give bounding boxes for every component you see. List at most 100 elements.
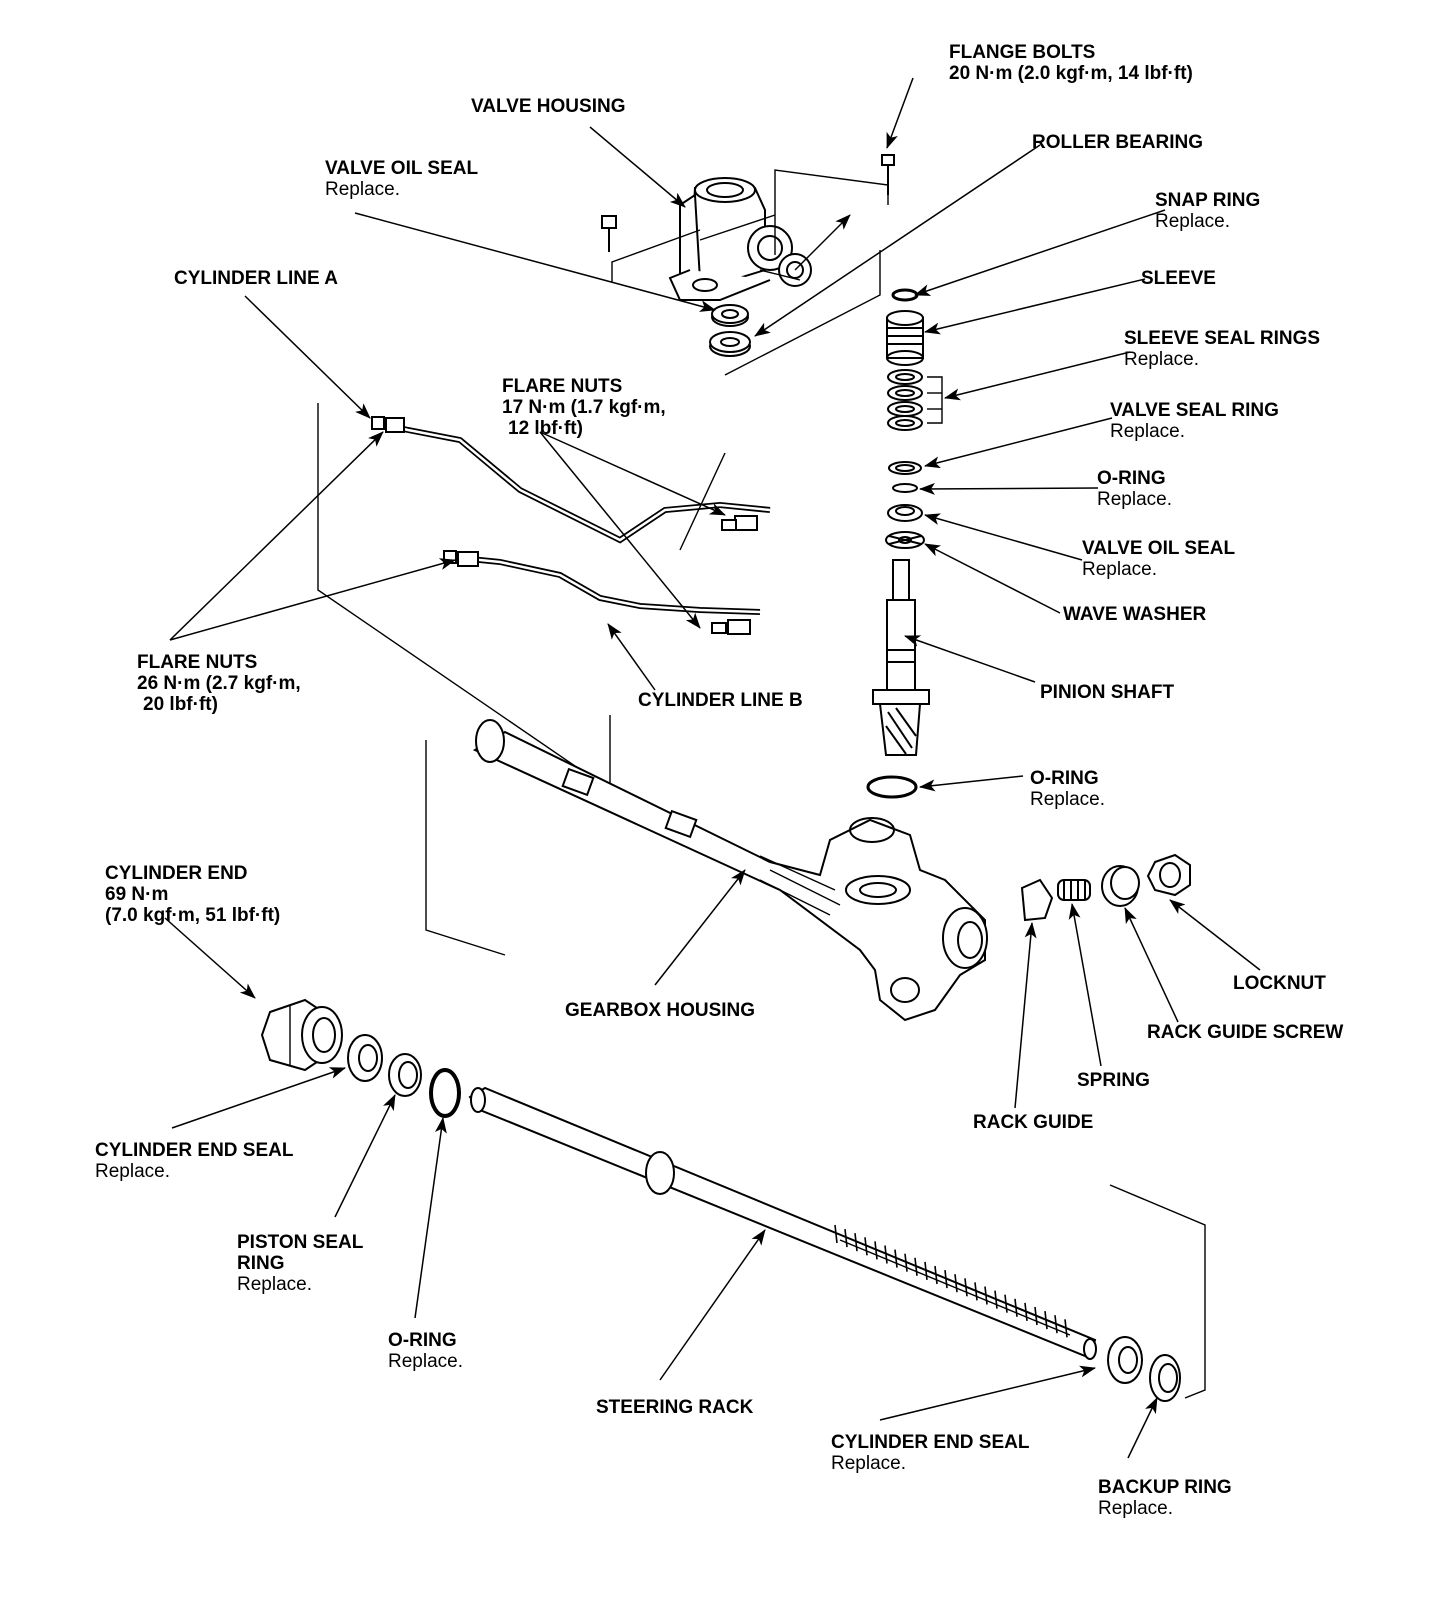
rack-tooth [844, 1229, 848, 1248]
roller-bearing-part [709, 331, 751, 357]
cylinder-end-title: CYLINDER END [105, 863, 248, 884]
valve-housing-title: VALVE HOUSING [471, 96, 626, 117]
o-ring-part-3 [429, 1068, 461, 1118]
label-backup-ring: BACKUP RING Replace. [1098, 1477, 1232, 1519]
cylinder-line-a-title: CYLINDER LINE A [174, 268, 338, 289]
rack-tooth [1024, 1302, 1028, 1321]
o-ring-3-title: O-RING [388, 1330, 457, 1351]
label-sleeve: SLEEVE [1141, 268, 1216, 289]
valve-oil-seal-top-title: VALVE OIL SEAL [325, 158, 479, 179]
label-cylinder-end-seal-1: CYLINDER END SEAL Replace. [95, 1140, 293, 1182]
wave-washer-title: WAVE WASHER [1063, 604, 1207, 625]
sleeve-title: SLEEVE [1141, 268, 1216, 289]
label-o-ring-1: O-RING Replace. [1097, 468, 1172, 510]
rack-tooth [864, 1237, 868, 1256]
o-ring-part-1 [892, 483, 918, 493]
snap-ring-note: Replace. [1155, 211, 1230, 232]
cylinder-line-b-part [443, 550, 761, 635]
rack-guide-screw-part [1101, 865, 1140, 907]
valve-oil-seal-top-note: Replace. [325, 179, 400, 200]
label-steering-rack: STEERING RACK [596, 1397, 753, 1418]
cylinder-end-seal-1-title: CYLINDER END SEAL [95, 1140, 294, 1161]
backup-ring-title: BACKUP RING [1098, 1477, 1232, 1498]
sleeve-seal-rings-title: SLEEVE SEAL RINGS [1124, 328, 1321, 349]
valve-oil-seal-2-part [887, 504, 923, 522]
label-snap-ring: SNAP RING Replace. [1155, 190, 1260, 232]
label-valve-seal-ring: VALVE SEAL RING Replace. [1110, 400, 1279, 442]
label-wave-washer: WAVE WASHER [1063, 604, 1206, 625]
flare-nuts-26-title: FLARE NUTS [137, 652, 258, 673]
label-roller-bearing: ROLLER BEARING [1032, 132, 1203, 153]
rack-tooth [1044, 1311, 1048, 1330]
label-cylinder-line-b: CYLINDER LINE B [638, 690, 803, 711]
label-valve-oil-seal-top: VALVE OIL SEAL Replace. [325, 158, 478, 200]
cylinder-line-b-title: CYLINDER LINE B [638, 690, 803, 711]
label-o-ring-3: O-RING Replace. [388, 1330, 463, 1372]
rack-tooth [914, 1257, 918, 1276]
rack-guide-screw-title: RACK GUIDE SCREW [1147, 1022, 1344, 1043]
flare-nuts-17-torque-2: 12 lbf·ft) [508, 418, 583, 439]
rack-tooth [874, 1241, 878, 1260]
rack-tooth [964, 1278, 968, 1297]
flange-bolts-torque: 20 N·m (2.0 kgf·m, 14 lbf·ft) [949, 63, 1193, 84]
valve-seal-ring-title: VALVE SEAL RING [1110, 400, 1279, 421]
label-cylinder-end: CYLINDER END 69 N·m (7.0 kgf·m, 51 lbf·f… [105, 863, 280, 926]
o-ring-2-title: O-RING [1030, 768, 1099, 789]
o-ring-1-note: Replace. [1097, 489, 1172, 510]
backup-ring-note: Replace. [1098, 1498, 1173, 1519]
piston-seal-ring-note: Replace. [237, 1274, 312, 1295]
rack-tooth [934, 1265, 938, 1285]
flange-bolts-title: FLANGE BOLTS [949, 42, 1096, 63]
flare-nuts-26-torque-1: 26 N·m (2.7 kgf·m, [137, 673, 301, 694]
piston-seal-ring-title: PISTON SEAL [237, 1232, 364, 1253]
flange-bolt-left [601, 215, 617, 252]
spring-title: SPRING [1077, 1070, 1150, 1091]
label-pinion-shaft: PINION SHAFT [1040, 682, 1174, 703]
cylinder-end-seal-1-note: Replace. [95, 1161, 170, 1182]
label-valve-oil-seal-2: VALVE OIL SEAL Replace. [1082, 538, 1235, 580]
rack-tooth [974, 1282, 978, 1301]
rack-tooth [854, 1233, 858, 1252]
label-sleeve-seal-rings: SLEEVE SEAL RINGS Replace. [1124, 328, 1320, 370]
rack-tooth [904, 1253, 908, 1272]
label-cylinder-end-seal-2: CYLINDER END SEAL Replace. [831, 1432, 1029, 1474]
piston-seal-ring-part [388, 1053, 422, 1097]
rack-tooth [884, 1245, 888, 1264]
label-valve-housing: VALVE HOUSING [471, 96, 625, 117]
rack-guide-title: RACK GUIDE [973, 1112, 1094, 1133]
cylinder-end-torque-2: (7.0 kgf·m, 51 lbf·ft) [105, 905, 281, 926]
spring-part [1057, 879, 1091, 901]
cylinder-end-seal-1-part [347, 1034, 383, 1082]
rack-tooth [944, 1270, 948, 1289]
gearbox-housing-title: GEARBOX HOUSING [565, 1000, 756, 1021]
flare-nuts-17-torque-1: 17 N·m (1.7 kgf·m, [502, 397, 666, 418]
piston-seal-ring-title-2: RING [237, 1253, 285, 1274]
o-ring-2-note: Replace. [1030, 789, 1105, 810]
rack-tooth [1004, 1294, 1008, 1313]
rack-tooth [1054, 1315, 1058, 1334]
label-piston-seal-ring: PISTON SEAL RING Replace. [237, 1232, 363, 1295]
o-ring-part-2 [866, 775, 918, 799]
sleeve-seal-rings-note: Replace. [1124, 349, 1199, 370]
cylinder-end-seal-2-note: Replace. [831, 1453, 906, 1474]
flare-nuts-26-torque-2: 20 lbf·ft) [143, 694, 218, 715]
rack-tooth [1064, 1319, 1068, 1338]
label-flange-bolts: FLANGE BOLTS 20 N·m (2.0 kgf·m, 14 lbf·f… [949, 42, 1193, 84]
rack-tooth [924, 1261, 928, 1280]
o-ring-1-title: O-RING [1097, 468, 1166, 489]
cylinder-end-torque-1: 69 N·m [105, 884, 169, 905]
roller-bearing-title: ROLLER BEARING [1032, 132, 1203, 153]
valve-seal-ring-part [888, 461, 922, 475]
leader-lines [164, 77, 1261, 1459]
snap-ring-title: SNAP RING [1155, 190, 1261, 211]
locknut-part [1146, 853, 1191, 897]
rack-tooth [834, 1224, 838, 1244]
rack-tooth [1034, 1306, 1038, 1326]
gearbox-housing-part [472, 719, 988, 1022]
backup-ring-part [1149, 1354, 1181, 1402]
label-flare-nuts-26: FLARE NUTS 26 N·m (2.7 kgf·m, 20 lbf·ft) [137, 652, 301, 715]
cylinder-end-seal-2-part [1107, 1336, 1143, 1384]
cylinder-end-seal-2-title: CYLINDER END SEAL [831, 1432, 1030, 1453]
label-o-ring-2: O-RING Replace. [1030, 768, 1105, 810]
